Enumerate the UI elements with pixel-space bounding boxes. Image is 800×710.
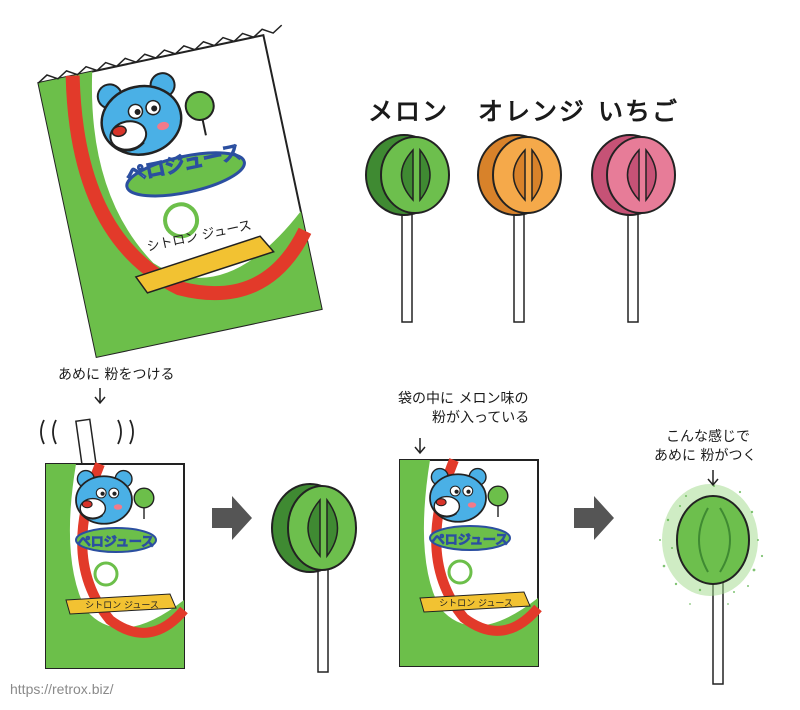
arrow-down-icon-2 xyxy=(414,438,426,455)
step3-package-title: ペロジュース xyxy=(432,533,508,548)
step3-package xyxy=(399,458,542,667)
step4-note-line1: こんな感じで xyxy=(666,429,750,445)
flavor-label-strawberry: いちご xyxy=(598,97,680,126)
step3-note-line2: 粉が入っている xyxy=(432,410,530,426)
source-url: https://retrox.biz/ xyxy=(10,681,114,697)
step1-package-title: ペロジュース xyxy=(78,535,154,550)
lollipop-melon xyxy=(365,134,450,323)
step3-note-line1: 袋の中に メロン味の xyxy=(398,391,529,407)
step2-lollipop xyxy=(271,483,357,673)
arrow-down-icon-1 xyxy=(94,388,106,405)
step1-package-banner: シトロン ジュース xyxy=(85,601,159,611)
arrow-right-icon-2 xyxy=(574,496,614,540)
package-zigzag-top xyxy=(37,24,283,84)
candy-package-top xyxy=(37,24,323,359)
flavor-label-orange: オレンジ xyxy=(478,97,587,126)
step4-powdered-lollipop xyxy=(659,484,764,685)
lollipop-orange xyxy=(477,134,562,323)
step1-note: あめに 粉をつける xyxy=(58,367,175,383)
arrow-right-icon-1 xyxy=(212,496,252,540)
flavor-label-melon: メロン xyxy=(368,97,450,126)
step1-package xyxy=(40,418,188,669)
step4-note-line2: あめに 粉がつく xyxy=(654,448,757,464)
step3-package-banner: シトロン ジュース xyxy=(439,599,513,609)
lollipop-strawberry xyxy=(591,134,676,323)
arrow-down-icon-3 xyxy=(707,470,719,487)
